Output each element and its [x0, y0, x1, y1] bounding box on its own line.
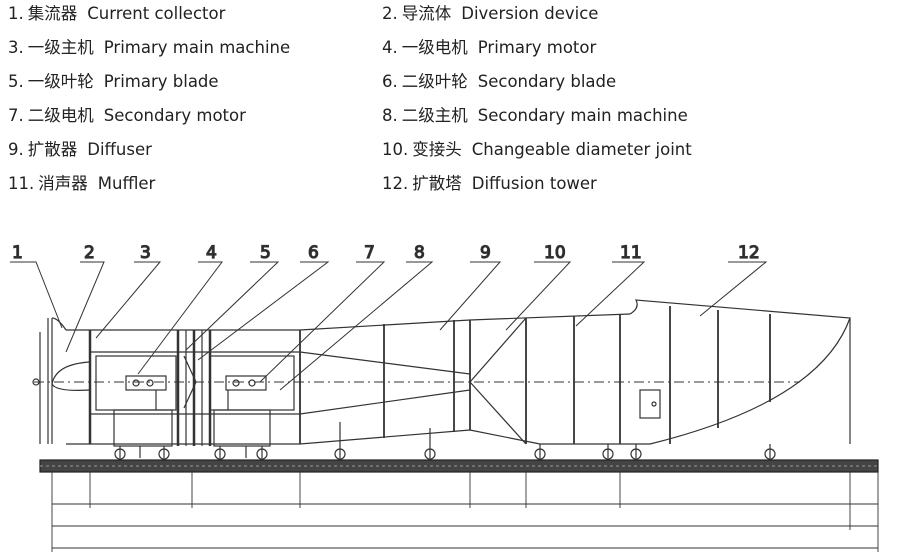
impeller-section	[176, 330, 212, 446]
legend-number: 3.	[8, 38, 24, 57]
legend-item-7: 7.二级电机 Secondary motor	[8, 106, 246, 126]
callout-9: 9	[480, 243, 491, 263]
legend-item-11: 11.消声器 Muffler	[8, 174, 155, 194]
diversion-device	[51, 361, 91, 391]
primary-motor	[125, 375, 167, 410]
legend-item-10: 10.变接头 Changeable diameter joint	[382, 140, 692, 160]
legend-chinese: 一级叶轮	[27, 72, 94, 91]
callout-7: 7	[364, 243, 375, 263]
legend-english: Primary blade	[103, 72, 219, 91]
legend-english: Primary motor	[477, 38, 597, 57]
legend-english: Muffler	[97, 174, 156, 193]
callout-8: 8	[414, 243, 425, 263]
changeable-diameter-joint	[469, 317, 527, 445]
legend-item-9: 9.扩散器 Diffuser	[8, 140, 152, 160]
callout-11: 11	[620, 243, 642, 263]
legend-english: Diffusion tower	[471, 174, 597, 193]
legend-chinese: 消声器	[38, 174, 88, 193]
leader-lines	[10, 261, 768, 391]
legend-item-12: 12.扩散塔 Diffusion tower	[382, 174, 597, 194]
legend-chinese: 变接头	[412, 140, 462, 159]
legend-item-4: 4.一级电机 Primary motor	[382, 38, 596, 58]
legend-number: 11.	[8, 174, 35, 193]
legend-english: Secondary motor	[103, 106, 246, 125]
callout-4: 4	[206, 243, 217, 263]
secondary-motor	[225, 375, 267, 410]
callout-6: 6	[308, 243, 319, 263]
support-legs	[114, 422, 776, 460]
legend-english: Secondary blade	[477, 72, 617, 91]
callout-2: 2	[84, 243, 95, 263]
legend-english: Changeable diameter joint	[471, 140, 692, 159]
legend-item-5: 5.一级叶轮 Primary blade	[8, 72, 219, 92]
legend-item-1: 1.集流器 Current collector	[8, 4, 225, 24]
legend-item-2: 2.导流体 Diversion device	[382, 4, 598, 24]
callout-10: 10	[544, 243, 566, 263]
muffler	[573, 314, 621, 444]
diffusion-tower	[540, 299, 851, 445]
legend-english: Secondary main machine	[477, 106, 688, 125]
legend-item-6: 6.二级叶轮 Secondary blade	[382, 72, 616, 92]
legend-chinese: 导流体	[401, 4, 452, 23]
legend-chinese: 一级主机	[27, 38, 94, 57]
ground-base	[39, 459, 879, 473]
legend-number: 4.	[382, 38, 398, 57]
legend-chinese: 二级电机	[27, 106, 94, 125]
legend-number: 7.	[8, 106, 24, 125]
duct-outline	[66, 313, 631, 445]
legend-chinese: 二级叶轮	[401, 72, 468, 91]
legend-number: 5.	[8, 72, 24, 91]
callout-group: 1 2 3 4 5 6 7 8 9 10 11 12	[10, 242, 768, 391]
diffuser-ribs	[299, 320, 471, 444]
legend-number: 8.	[382, 106, 398, 125]
callout-5: 5	[260, 243, 271, 263]
legend-item-3: 3.一级主机 Primary main machine	[8, 38, 290, 58]
legend-chinese: 一级电机	[401, 38, 468, 57]
legend-english: Diversion device	[461, 4, 599, 23]
legend-number: 6.	[382, 72, 398, 91]
legend-chinese: 二级主机	[401, 106, 468, 125]
legend-english: Primary main machine	[103, 38, 291, 57]
component-legend: 1.集流器 Current collector 3.一级主机 Primary mai…	[8, 4, 908, 204]
secondary-main-machine	[209, 355, 295, 447]
legend-number: 2.	[382, 4, 398, 23]
dimension-lines	[51, 472, 879, 552]
legend-number: 1.	[8, 4, 24, 23]
legend-item-8: 8.二级主机 Secondary main machine	[382, 106, 688, 126]
legend-english: Current collector	[87, 4, 226, 23]
callout-12: 12	[738, 243, 760, 263]
legend-chinese: 扩散塔	[412, 174, 462, 193]
primary-main-machine	[88, 330, 177, 447]
current-collector	[39, 317, 67, 444]
legend-chinese: 集流器	[27, 4, 78, 23]
callout-3: 3	[140, 243, 151, 263]
access-door	[639, 389, 661, 419]
callout-1: 1	[12, 243, 23, 263]
legend-number: 9.	[8, 140, 24, 159]
center-mark	[32, 378, 40, 386]
wind-tunnel-drawing: 1 2 3 4 5 6 7 8 9 10 11 12	[10, 242, 879, 552]
legend-chinese: 扩散器	[27, 140, 78, 159]
legend-number: 10.	[382, 140, 409, 159]
legend-english: Diffuser	[87, 140, 152, 159]
legend-number: 12.	[382, 174, 409, 193]
